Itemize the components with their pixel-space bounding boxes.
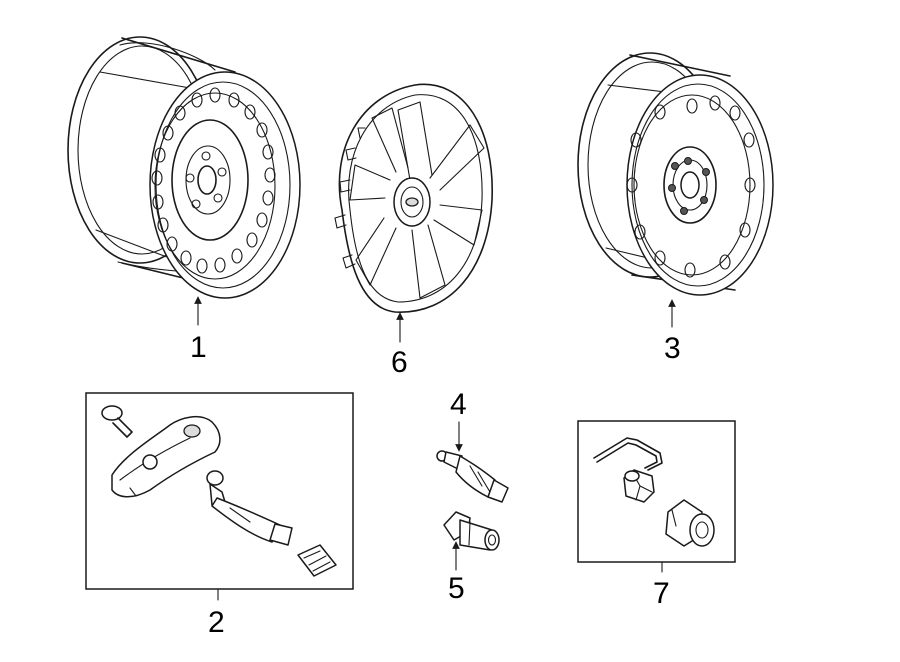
lock-key: [593, 437, 663, 471]
lock-socket: [665, 499, 715, 547]
callout-7: 7: [653, 577, 670, 610]
valve-cap: [297, 544, 337, 577]
sensor-body: [111, 415, 221, 498]
callout-3: 3: [664, 332, 681, 365]
part-7-frame: [577, 420, 736, 563]
tpms-sensor-kit-part-2[interactable]: [85, 392, 354, 590]
callout-6: 6: [391, 346, 408, 379]
leader-lines: [194, 296, 676, 601]
sensor-screw: [101, 405, 133, 438]
callout-4: 4: [450, 388, 467, 421]
steel-wheel-part-3[interactable]: [577, 52, 774, 296]
callout-5: 5: [448, 572, 465, 605]
valve-stem-part-4[interactable]: [436, 450, 509, 503]
wheel-cover-part-6[interactable]: [334, 83, 493, 313]
lock-kit-part-7[interactable]: [577, 420, 736, 563]
part-2-frame: [85, 392, 354, 590]
callout-2: 2: [208, 606, 225, 639]
callout-1: 1: [190, 331, 207, 364]
valve-stem: [206, 470, 293, 546]
lug-nut-part-5[interactable]: [443, 511, 500, 551]
steel-wheel-part-1[interactable]: [67, 36, 301, 299]
lock-nut: [623, 469, 655, 503]
